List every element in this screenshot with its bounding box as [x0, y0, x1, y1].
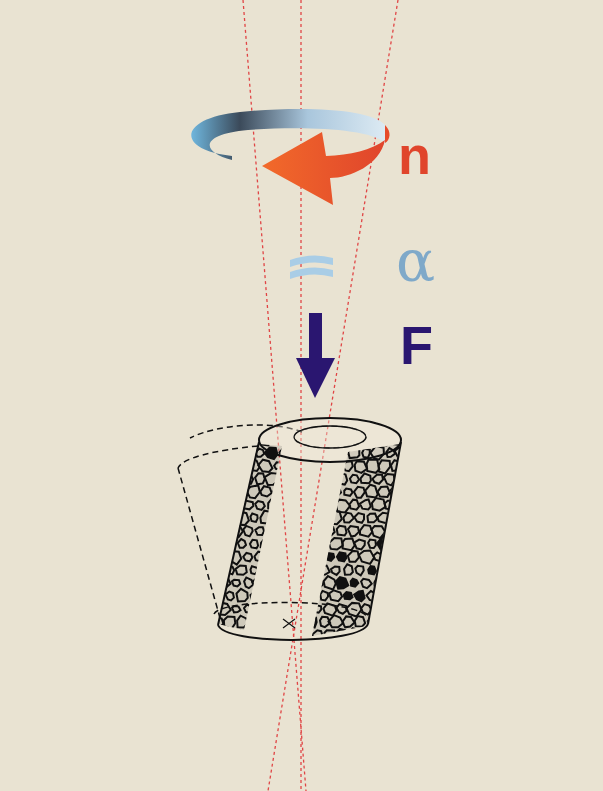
bone-core	[178, 418, 410, 650]
approx-symbol	[290, 255, 333, 279]
speed-symbol: n	[398, 128, 431, 182]
angle-symbol: α	[396, 232, 435, 290]
rotation-arrow	[191, 109, 389, 205]
force-symbol: F	[400, 318, 433, 372]
force-arrow	[296, 313, 335, 398]
